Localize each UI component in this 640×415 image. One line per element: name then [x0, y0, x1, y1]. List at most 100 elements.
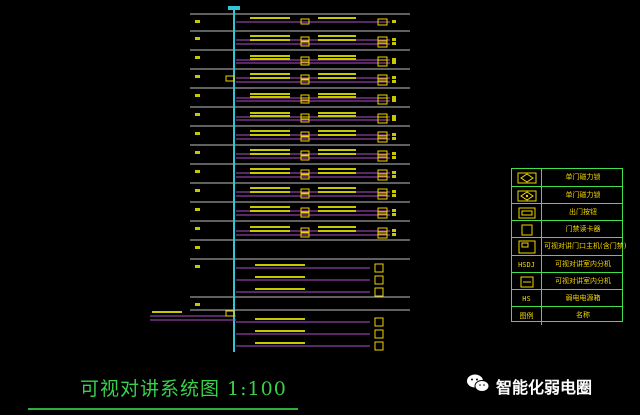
cable-spec-label — [318, 130, 356, 132]
door-device-symbol — [374, 317, 384, 327]
cable-spec-label — [250, 191, 290, 193]
device-box — [300, 173, 310, 180]
indoor-unit-symbol — [377, 169, 388, 177]
cable-spec-label — [250, 115, 290, 117]
cable-spec-label — [255, 330, 305, 332]
cable-spec-label — [250, 39, 290, 41]
cable-spec-label — [318, 168, 356, 170]
device-box — [300, 207, 310, 214]
cable-spec-label — [255, 276, 305, 278]
unit-tag — [392, 137, 396, 140]
cable-spec-label — [250, 134, 290, 136]
door-sensor-2-icon — [512, 187, 542, 205]
legend-row: 门禁读卡器 — [512, 220, 622, 239]
floor-tag — [195, 113, 200, 116]
hsdj-symbol: HSDJ — [512, 256, 542, 274]
cable-spec-label — [250, 17, 290, 19]
unit-tag — [392, 171, 396, 174]
device-box — [300, 154, 310, 161]
legend-header-symbol: 图例 — [512, 307, 542, 325]
device-box — [300, 97, 310, 104]
cable-spec-label — [255, 342, 305, 344]
cable-spec-label — [318, 226, 356, 228]
unit-tag — [392, 175, 396, 178]
indoor-unit-symbol — [377, 97, 388, 105]
indoor-unit-symbol — [377, 211, 388, 219]
cable-spec-label — [318, 210, 356, 212]
indoor-unit-symbol — [377, 150, 388, 158]
legend-row: 出门按钮 — [512, 203, 622, 222]
legend-label: 出门按钮 — [569, 208, 597, 216]
cable-spec-label — [250, 149, 290, 151]
unit-tag — [392, 42, 396, 45]
unit-tag — [392, 76, 396, 79]
cable-spec-label — [250, 172, 290, 174]
device-box — [300, 135, 310, 142]
unit-tag — [392, 156, 396, 159]
legend-label: 名称 — [576, 311, 590, 319]
device-box — [300, 192, 310, 199]
cable-spec-label — [152, 311, 182, 313]
cable-spec-label — [318, 153, 356, 155]
exit-button-icon — [512, 204, 542, 222]
cable-spec-label — [318, 230, 356, 232]
door-device-symbol — [374, 287, 384, 297]
door-device-symbol — [374, 329, 384, 339]
indoor-unit-symbol — [377, 227, 388, 235]
indoor-unit-symbol — [377, 116, 388, 124]
door-sensor-icon — [512, 169, 542, 187]
unit-tag — [392, 38, 396, 41]
floor-tag — [195, 246, 200, 249]
unit-tag — [392, 194, 396, 197]
device-box — [300, 211, 310, 218]
indoor-unit-symbol — [377, 231, 388, 239]
floor-tag — [195, 37, 200, 40]
device-box — [300, 150, 310, 157]
floor-tag — [195, 189, 200, 192]
cable-spec-label — [318, 96, 356, 98]
indoor-unit-symbol — [377, 36, 388, 44]
legend-row: 图例 名称 — [512, 306, 622, 325]
device-box — [300, 116, 310, 123]
cable-spec-label — [318, 58, 356, 60]
cable-spec-label — [250, 130, 290, 132]
indoor-unit-symbol — [377, 135, 388, 143]
unit-tag — [392, 118, 396, 121]
cable-spec-label — [318, 17, 356, 19]
riser-label-mark — [228, 6, 240, 10]
unit-tag — [392, 61, 396, 64]
unit-tag — [392, 99, 396, 102]
floor-tag — [195, 56, 200, 59]
cable-spec-label — [318, 93, 356, 95]
card-reader-icon — [512, 221, 542, 239]
cable-spec-label — [250, 55, 290, 57]
legend-label: 单门磁力锁 — [565, 191, 601, 199]
cable-spec-label — [318, 206, 356, 208]
device-box — [300, 169, 310, 176]
door-station-icon — [512, 238, 542, 256]
cable-spec-label — [255, 318, 305, 320]
hs-symbol: HS — [512, 290, 542, 308]
legend-label: 弱电电源箱 — [565, 294, 601, 302]
floor-tag — [195, 94, 200, 97]
floor-tag — [195, 227, 200, 230]
unit-tag — [392, 213, 396, 216]
cable-spec-label — [250, 93, 290, 95]
cable-spec-label — [250, 187, 290, 189]
watermark: 智能化弱电圈 — [496, 378, 593, 397]
device-box — [300, 227, 310, 234]
indoor-unit-icon — [512, 273, 542, 291]
indoor-unit-symbol — [377, 131, 388, 139]
title-underline — [28, 408, 298, 410]
device-box — [300, 18, 310, 25]
unit-tag — [392, 58, 396, 61]
indoor-unit-symbol — [377, 59, 388, 67]
legend-row: 可视对讲室内分机 — [512, 272, 622, 291]
floor-tag — [195, 75, 200, 78]
legend-row: HSDJ 可视对讲室内分机 — [512, 255, 622, 274]
junction-box — [225, 75, 235, 82]
unit-tag — [392, 20, 396, 23]
cable-spec-label — [318, 73, 356, 75]
floor-tag — [195, 303, 200, 306]
